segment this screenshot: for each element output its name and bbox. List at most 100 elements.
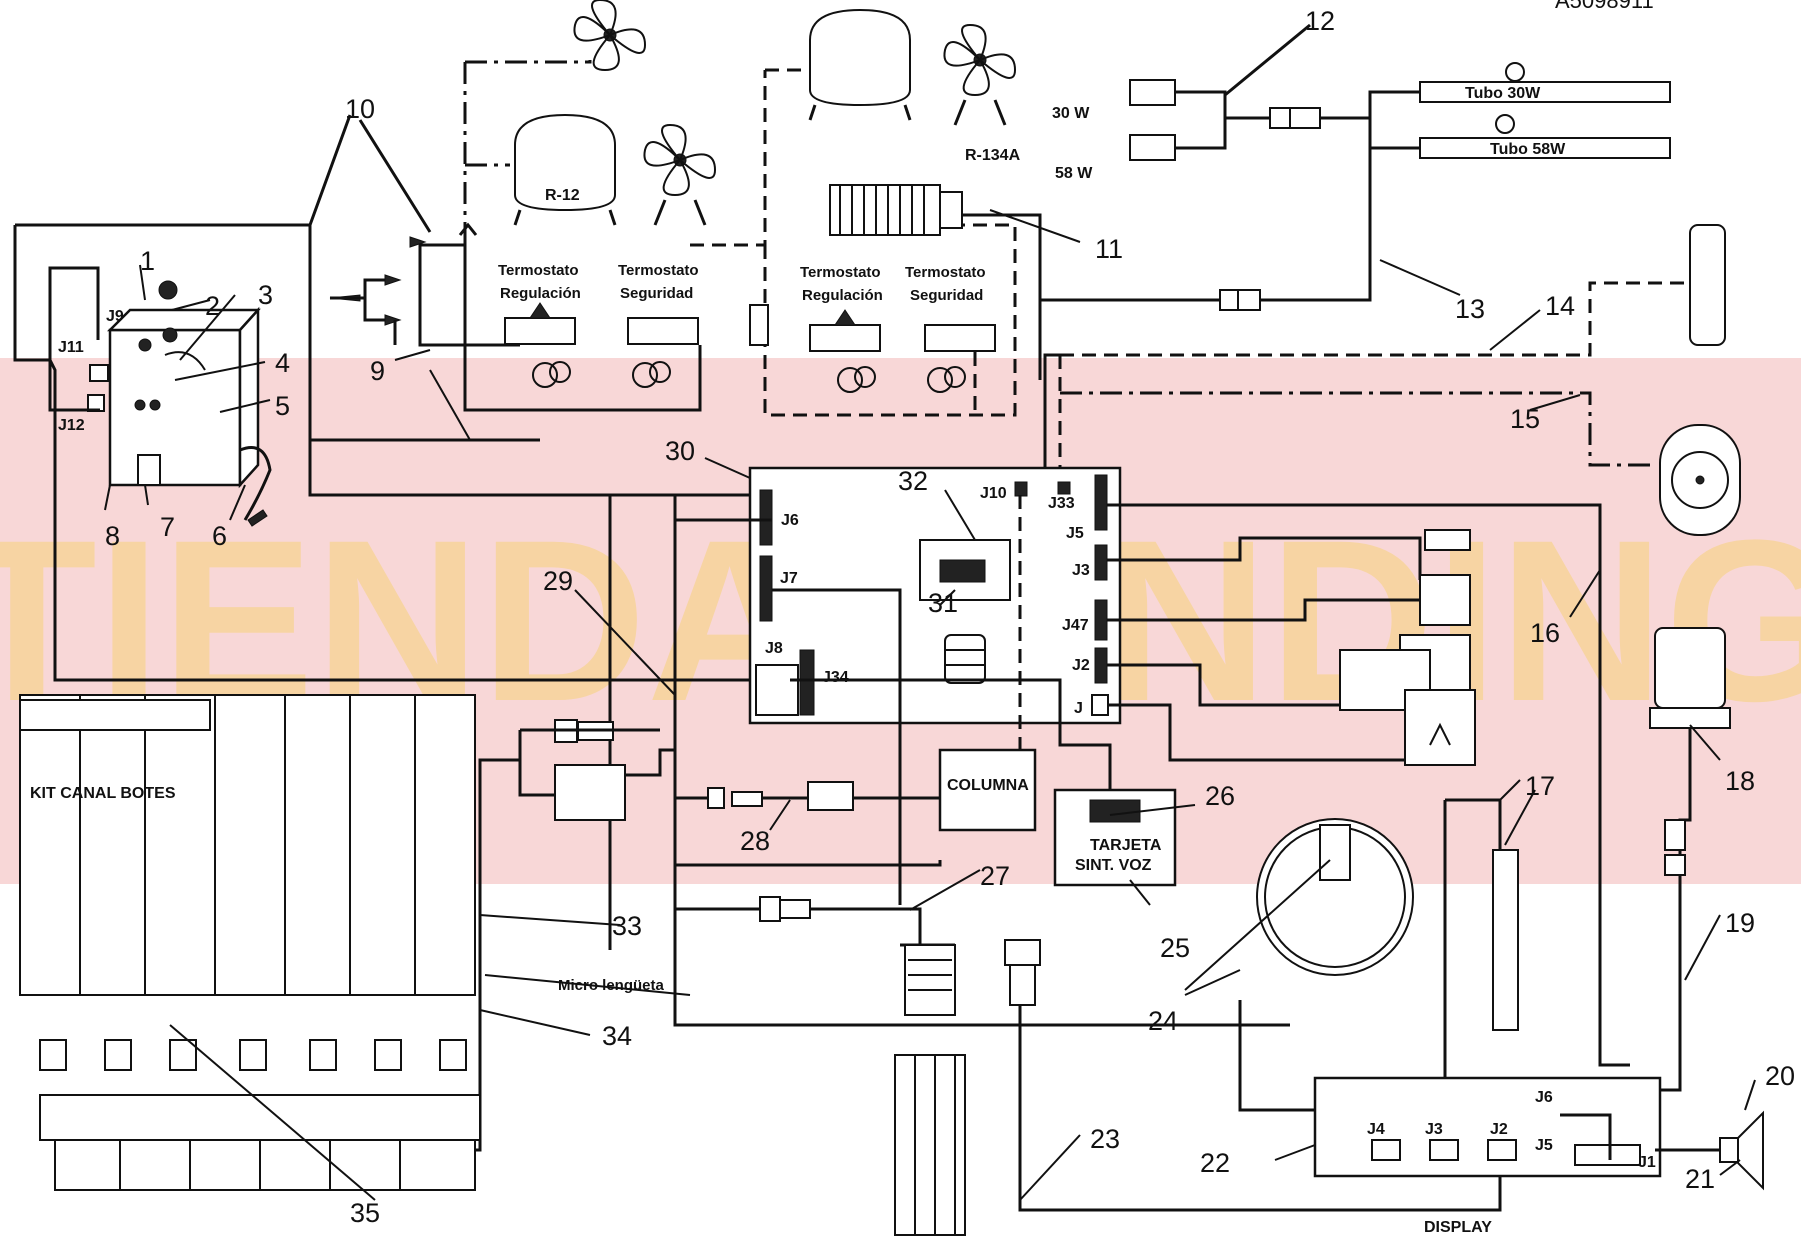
conn-j12: J12 <box>58 417 85 434</box>
svg-text:21: 21 <box>1685 1164 1715 1194</box>
svg-text:Tubo 58W: Tubo 58W <box>1490 141 1566 158</box>
svg-text:J2: J2 <box>1490 1121 1508 1138</box>
svg-text:16: 16 <box>1530 618 1560 648</box>
svg-text:J7: J7 <box>780 570 798 587</box>
svg-text:Tubo 30W: Tubo 30W <box>1465 85 1541 102</box>
svg-text:7: 7 <box>160 512 175 542</box>
svg-text:3: 3 <box>258 280 273 310</box>
tube-30w: Tubo 30W <box>1419 62 1671 103</box>
tube-58w: Tubo 58W <box>1419 114 1671 159</box>
thermostat-safety-2: Termostato Seguridad <box>905 264 996 393</box>
thermostat-regulation-2: Termostato Regulación <box>800 264 883 393</box>
can-kit <box>19 694 481 1191</box>
svg-text:J8: J8 <box>765 640 783 657</box>
connector-j47 <box>1094 599 1108 641</box>
serial-connector <box>1689 224 1726 346</box>
svg-text:J6: J6 <box>781 512 799 529</box>
connector-pair-top <box>554 719 626 821</box>
svg-text:23: 23 <box>1090 1124 1120 1154</box>
svg-text:Seguridad: Seguridad <box>620 285 693 302</box>
thermostat-safety-1: Termostato Seguridad <box>618 262 699 388</box>
svg-text:8: 8 <box>105 521 120 551</box>
svg-text:J5: J5 <box>1535 1137 1553 1154</box>
connector-28 <box>707 781 854 811</box>
connector-27 <box>759 896 811 922</box>
svg-text:15: 15 <box>1510 404 1540 434</box>
svg-text:2: 2 <box>205 291 220 321</box>
compressor-icon <box>808 8 912 121</box>
svg-text:27: 27 <box>980 861 1010 891</box>
connector-j8 <box>755 664 799 716</box>
connector-j6 <box>759 489 773 546</box>
lamp-power-30: 30 W <box>1052 105 1090 122</box>
coin-mechanism <box>1339 529 1476 766</box>
connector-j <box>1091 694 1109 716</box>
svg-text:10: 10 <box>345 94 375 124</box>
keypad-17 <box>1492 849 1519 1031</box>
svg-text:33: 33 <box>612 911 642 941</box>
svg-text:13: 13 <box>1455 294 1485 324</box>
svg-text:J3: J3 <box>1425 1121 1443 1138</box>
svg-text:4: 4 <box>275 348 290 378</box>
svg-text:22: 22 <box>1200 1148 1230 1178</box>
heater-element <box>829 184 963 236</box>
svg-text:Termostato: Termostato <box>498 262 579 279</box>
thermostat-regulation-1: Termostato Regulación <box>498 262 581 388</box>
coil-24 <box>1256 818 1414 976</box>
connector-j10 <box>1014 481 1028 497</box>
svg-text:5: 5 <box>275 391 290 421</box>
svg-text:Seguridad: Seguridad <box>910 287 983 304</box>
cable-harness <box>894 944 966 1236</box>
connector-j3 <box>1094 544 1108 581</box>
conn-j9: J9 <box>106 308 124 325</box>
svg-text:18: 18 <box>1725 766 1755 796</box>
svg-text:25: 25 <box>1160 933 1190 963</box>
svg-text:1: 1 <box>140 246 155 276</box>
svg-text:J4: J4 <box>1367 1121 1385 1138</box>
conn-j11: J11 <box>58 339 84 356</box>
column-label: COLUMNA <box>947 777 1029 794</box>
speaker-icon <box>1719 1110 1764 1191</box>
chip-31 <box>944 634 986 684</box>
connector-j5 <box>1094 474 1108 531</box>
buzzer-icon <box>1659 424 1741 536</box>
column-box <box>938 748 1037 832</box>
svg-text:J47: J47 <box>1062 617 1089 634</box>
svg-text:32: 32 <box>898 466 928 496</box>
svg-text:6: 6 <box>212 521 227 551</box>
doc-code: A5098911 <box>1555 0 1654 13</box>
connector-j34 <box>799 649 815 716</box>
svg-text:Termostato: Termostato <box>618 262 699 279</box>
refrigerant-r134a: R-134A <box>965 147 1021 164</box>
svg-text:Regulación: Regulación <box>500 285 581 302</box>
display-label: DISPLAY <box>1424 1219 1492 1236</box>
svg-text:J2: J2 <box>1072 657 1090 674</box>
svg-text:J5: J5 <box>1066 525 1084 542</box>
svg-text:17: 17 <box>1525 771 1555 801</box>
svg-text:28: 28 <box>740 826 770 856</box>
power-box <box>87 280 272 527</box>
svg-text:J10: J10 <box>980 485 1007 502</box>
svg-text:J34: J34 <box>822 669 849 686</box>
connector-j2 <box>1094 647 1108 684</box>
svg-text:J3: J3 <box>1072 562 1090 579</box>
connector-plug <box>749 304 769 346</box>
chip-32 <box>919 539 1011 601</box>
connector-j33 <box>1057 481 1071 495</box>
svg-text:J: J <box>1074 700 1083 717</box>
sensor-18 <box>1649 627 1731 729</box>
svg-text:34: 34 <box>602 1021 632 1051</box>
svg-text:24: 24 <box>1148 1006 1178 1036</box>
fan-icon <box>643 123 717 226</box>
callout-leaders <box>104 23 1756 1201</box>
fan-icon <box>943 23 1017 126</box>
svg-text:35: 35 <box>350 1198 380 1228</box>
svg-text:26: 26 <box>1205 781 1235 811</box>
compressor-icon <box>513 113 617 226</box>
svg-text:J1: J1 <box>1638 1154 1656 1171</box>
svg-text:19: 19 <box>1725 908 1755 938</box>
svg-text:12: 12 <box>1305 6 1335 36</box>
svg-text:SINT. VOZ: SINT. VOZ <box>1075 857 1152 874</box>
ballast-30 <box>1129 79 1176 106</box>
